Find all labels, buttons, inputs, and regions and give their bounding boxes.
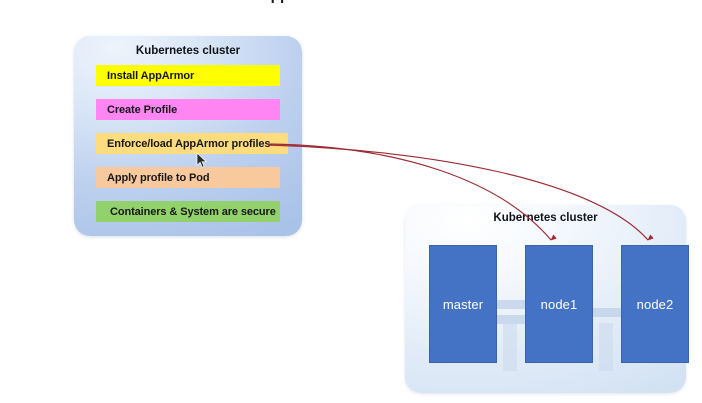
node-connector-drop bbox=[503, 323, 517, 371]
left-kubernetes-cluster-panel: Kubernetes cluster Install AppArmor Crea… bbox=[74, 36, 302, 236]
mouse-pointer-icon bbox=[196, 152, 208, 168]
node-connector bbox=[497, 300, 525, 309]
right-kubernetes-cluster-panel: Kubernetes cluster master node1 node2 bbox=[405, 205, 689, 393]
node-connector bbox=[593, 308, 621, 317]
slide-title: AppArmor in Kubernetes bbox=[0, 0, 702, 5]
step-apply-profile-to-pod: Apply profile to Pod bbox=[96, 167, 280, 188]
right-cluster-label: Kubernetes cluster bbox=[493, 212, 598, 224]
node-box-master: master bbox=[429, 245, 497, 363]
step-enforce-load-apparmor-profiles: Enforce/load AppArmor profiles bbox=[96, 133, 288, 154]
left-cluster-label: Kubernetes cluster bbox=[135, 45, 241, 57]
node-connector bbox=[497, 315, 525, 324]
step-containers-system-are-secure: Containers & System are secure bbox=[96, 201, 280, 222]
node-connector-drop bbox=[599, 323, 613, 371]
step-install-apparmor: Install AppArmor bbox=[96, 65, 280, 86]
node-box-node1: node1 bbox=[525, 245, 593, 363]
step-create-profile: Create Profile bbox=[96, 99, 280, 120]
node-box-node2: node2 bbox=[621, 245, 689, 363]
